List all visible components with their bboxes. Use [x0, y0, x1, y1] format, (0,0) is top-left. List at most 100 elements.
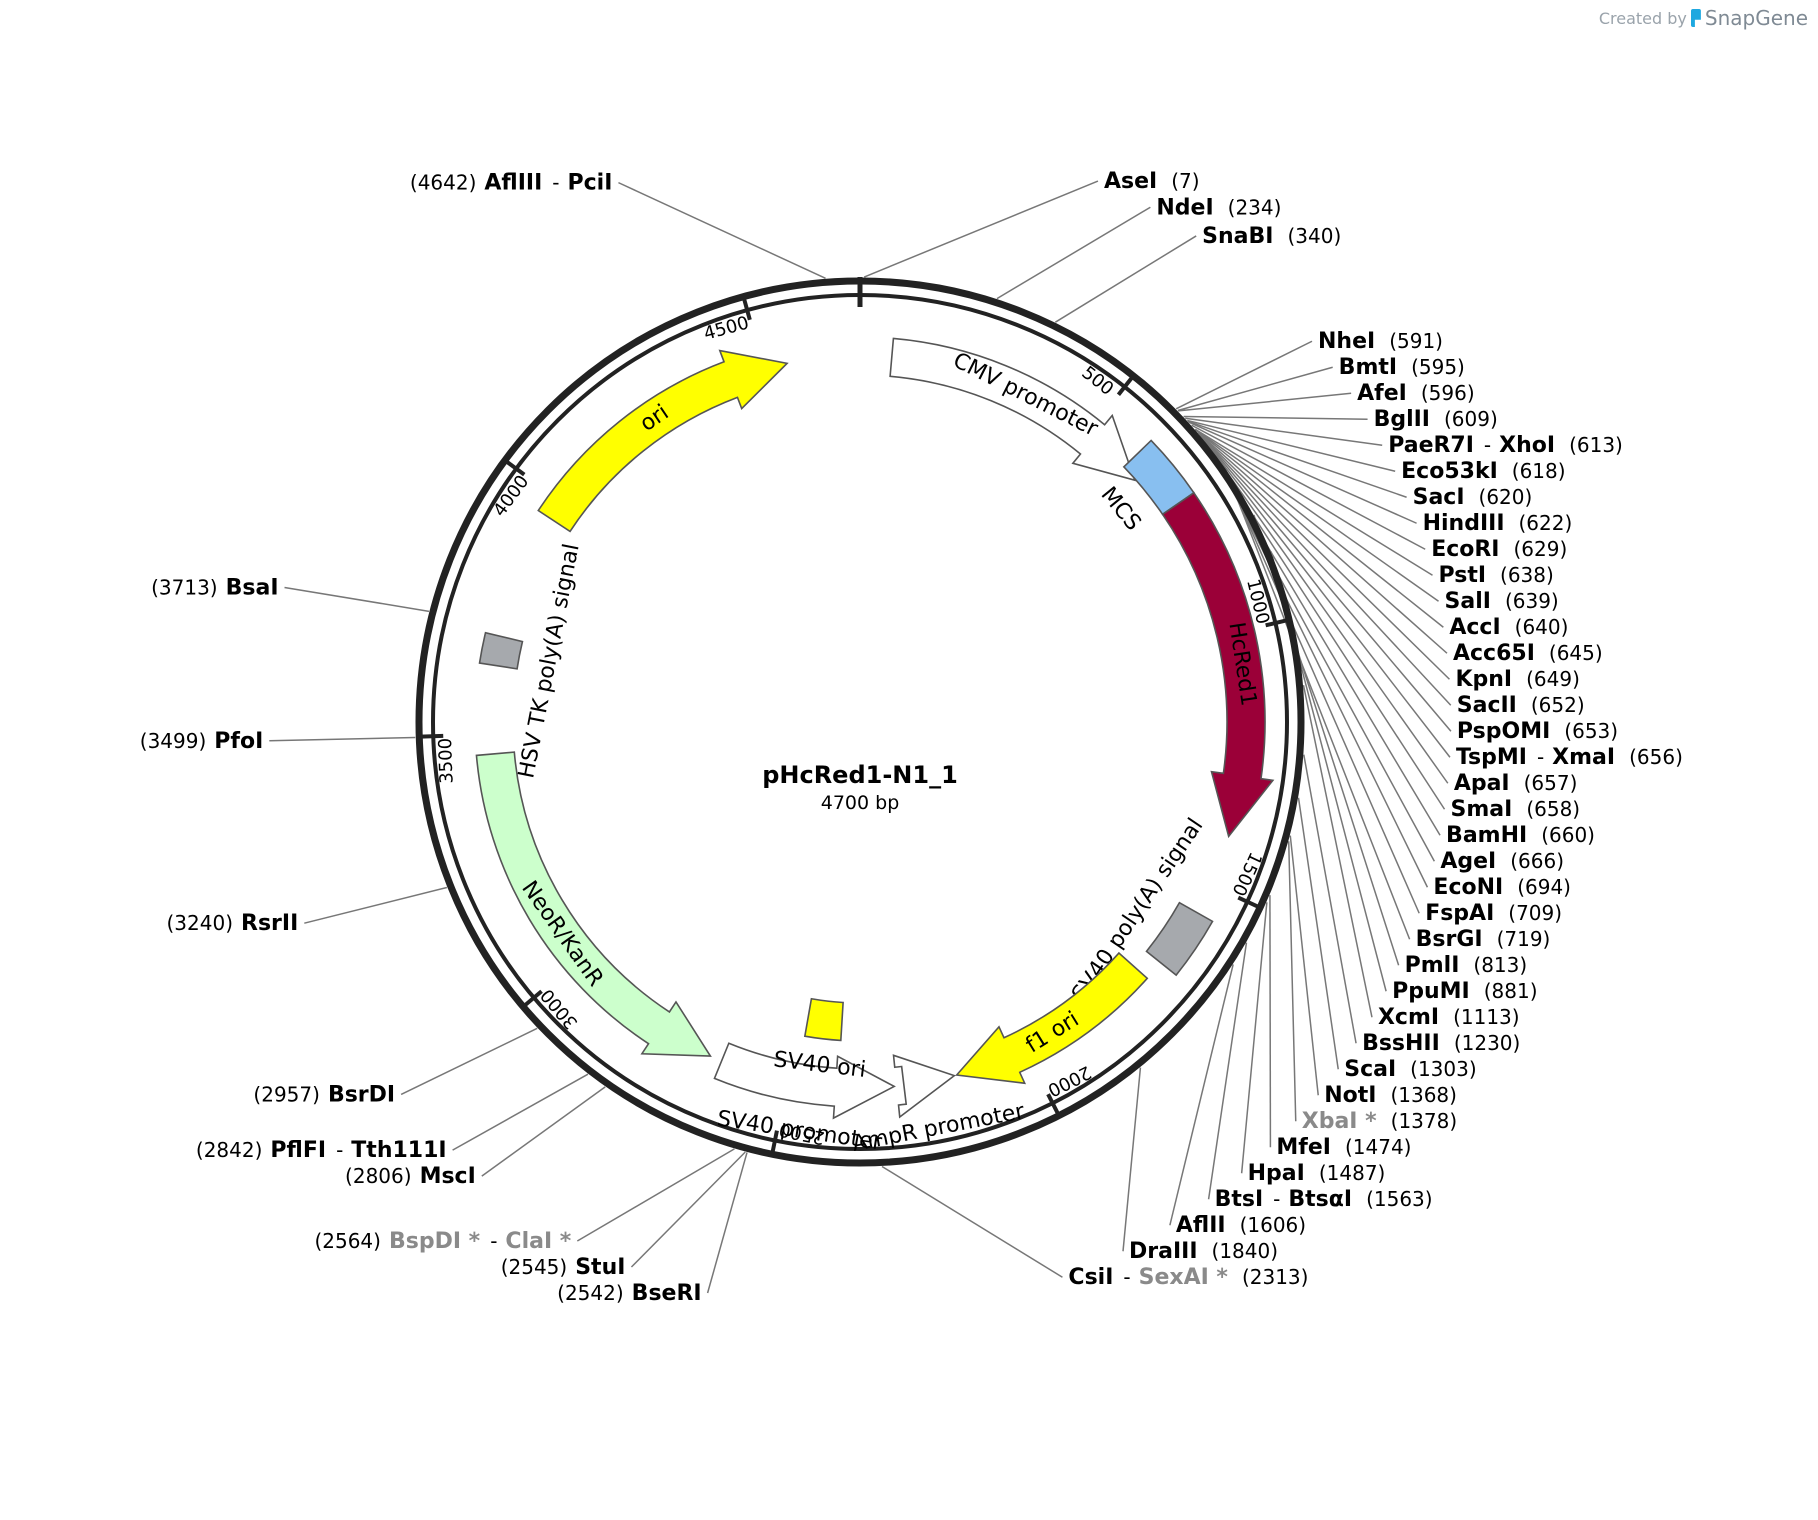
site-position: (1563) [1366, 1187, 1433, 1211]
site-line-bseri [706, 1152, 748, 1294]
enzyme-name: RsrII [241, 911, 298, 936]
site-labels: AseI(7)NdeI(234)SnaBI(340)NheI(591)BmtI(… [140, 169, 1683, 1306]
svg-text:BmtI(595): BmtI(595) [1339, 355, 1465, 380]
svg-text:ApaI(657): ApaI (657) [1454, 771, 1578, 796]
site-line-eco53ki [1187, 419, 1396, 472]
enzyme-name: ApaI [1454, 771, 1510, 796]
site-line-btsi-bts-i [1207, 942, 1248, 1200]
svg-text:BsrGI(719): BsrGI(719) [1416, 927, 1551, 952]
svg-text:DraIII(1840): DraIII(1840) [1129, 1239, 1278, 1264]
site-line-msci [481, 1086, 606, 1177]
site-position: (1474) [1345, 1135, 1412, 1159]
plasmid-name: pHcRed1-N1_1 [762, 761, 958, 789]
site-label-hindiii: HindIII (622) [1423, 511, 1573, 536]
site-position: (2842) [196, 1138, 263, 1162]
svg-text:SacII(652): SacII(652) [1457, 693, 1585, 718]
site-label-ndei: NdeI(234) [1156, 195, 1281, 220]
site-label-eco53ki: Eco53kI(618) [1401, 459, 1565, 484]
enzyme-name: ScaI [1344, 1057, 1396, 1082]
enzyme-name: BsrDI [328, 1082, 395, 1107]
site-label-xcmi: XcmI(1113) [1378, 1005, 1520, 1030]
tick-2000 [1046, 1093, 1062, 1119]
tick-4000 [502, 457, 526, 477]
site-label-pmli: PmlI(813) [1405, 953, 1528, 978]
site-line-stui [630, 1151, 746, 1268]
site-position: (638) [1500, 563, 1554, 587]
site-label-asei: AseI(7) [1104, 169, 1200, 194]
site-position: (622) [1519, 511, 1573, 535]
enzyme-name: AccI [1449, 615, 1500, 640]
site-position: (666) [1510, 849, 1564, 873]
site-label-aflii: AflII(1606) [1176, 1213, 1306, 1238]
svg-text:NotI(1368): NotI(1368) [1324, 1083, 1457, 1108]
site-line-pspomi [1200, 435, 1452, 732]
enzyme-name: BsrGI [1416, 927, 1483, 952]
svg-text:SalI(639): SalI(639) [1445, 589, 1559, 614]
site-label-kpni: KpnI(649) [1455, 667, 1579, 692]
site-label-bseri: (2542)BseRI [557, 1281, 701, 1306]
site-label-ppumi: PpuMI(881) [1392, 979, 1537, 1004]
svg-text:PspOMI(653): PspOMI(653) [1457, 719, 1618, 744]
tick-4500 [741, 294, 752, 321]
backbone-outer-ring [415, 277, 1305, 1167]
enzyme-name: BsaI [226, 575, 279, 600]
site-label-btsi-bts-i: BtsI-BtsαI(1563) [1215, 1187, 1433, 1212]
site-label-bsai: (3713)BsaI [151, 575, 278, 600]
site-label-sacii: SacII(652) [1457, 693, 1585, 718]
site-line-nhei [1175, 340, 1313, 410]
site-line-ndei [996, 206, 1151, 300]
tick-3000 [520, 989, 543, 1010]
site-label-ecori: EcoRI(629) [1431, 537, 1567, 562]
enzyme-name: SexAI * [1139, 1265, 1229, 1290]
site-line-afliii-pcii [618, 181, 826, 280]
enzyme-name: SacII [1457, 693, 1517, 718]
svg-text:SmaI(658): SmaI(658) [1451, 797, 1581, 822]
snapgene-watermark: Created by SnapGene [1599, 6, 1808, 30]
site-line-bspdi-clai [576, 1148, 735, 1242]
site-line-acci [1195, 429, 1444, 628]
enzyme-name: HindIII [1423, 511, 1505, 536]
site-line-sacii [1200, 435, 1452, 706]
site-line-bmti [1177, 366, 1333, 412]
svg-text:Acc65I(645): Acc65I(645) [1453, 641, 1603, 666]
svg-text:PmlI(813): PmlI(813) [1405, 953, 1528, 978]
site-label-paer7i-xhoi: PaeR7I-XhoI(613) [1388, 433, 1623, 458]
site-position: (596) [1421, 381, 1475, 405]
enzyme-name: BspDI * [389, 1229, 481, 1254]
svg-text:FspAI(709): FspAI(709) [1425, 901, 1562, 926]
site-line-apai [1201, 437, 1449, 784]
enzyme-name: CsiI [1068, 1265, 1113, 1290]
site-position: (234) [1228, 195, 1282, 219]
svg-text:KpnI(649): KpnI(649) [1455, 667, 1579, 692]
site-line-sali [1195, 429, 1439, 602]
feature-cmv-promoter [889, 337, 1136, 482]
site-line-rsrii [304, 886, 448, 924]
site-position: (640) [1515, 615, 1569, 639]
site-position: (657) [1524, 771, 1578, 795]
site-line-bsshii [1303, 754, 1357, 1044]
enzyme-name: AseI [1104, 169, 1157, 194]
site-line-ecori [1191, 424, 1426, 550]
site-line-hindiii [1188, 421, 1417, 524]
site-label-hpai: HpaI(1487) [1248, 1161, 1386, 1186]
site-label-acc65i: Acc65I(645) [1453, 641, 1603, 666]
site-position: (881) [1484, 979, 1538, 1003]
site-label-afei: AfeI(596) [1357, 381, 1475, 406]
svg-text:NheI(591): NheI(591) [1318, 329, 1443, 354]
enzyme-name: Acc65I [1453, 641, 1535, 666]
enzyme-name: NotI [1324, 1083, 1376, 1108]
enzyme-name: PspOMI [1457, 719, 1550, 744]
site-position: (2806) [345, 1164, 412, 1188]
site-line-pfoi [269, 736, 416, 742]
site-leader-lines [269, 180, 1452, 1294]
feature-ori [537, 349, 789, 533]
site-label-pflfi-tth111i: (2842)PflFI-Tth111I [196, 1138, 447, 1163]
feature-label-mcs: MCS [1096, 482, 1146, 535]
enzyme-name: PstI [1438, 563, 1486, 588]
site-line-paer7i-xhoi [1185, 417, 1383, 446]
enzyme-name: BmtI [1339, 355, 1397, 380]
site-line-hpai [1240, 902, 1268, 1174]
site-label-draiii: DraIII(1840) [1129, 1239, 1278, 1264]
site-line-bsai [284, 586, 430, 613]
